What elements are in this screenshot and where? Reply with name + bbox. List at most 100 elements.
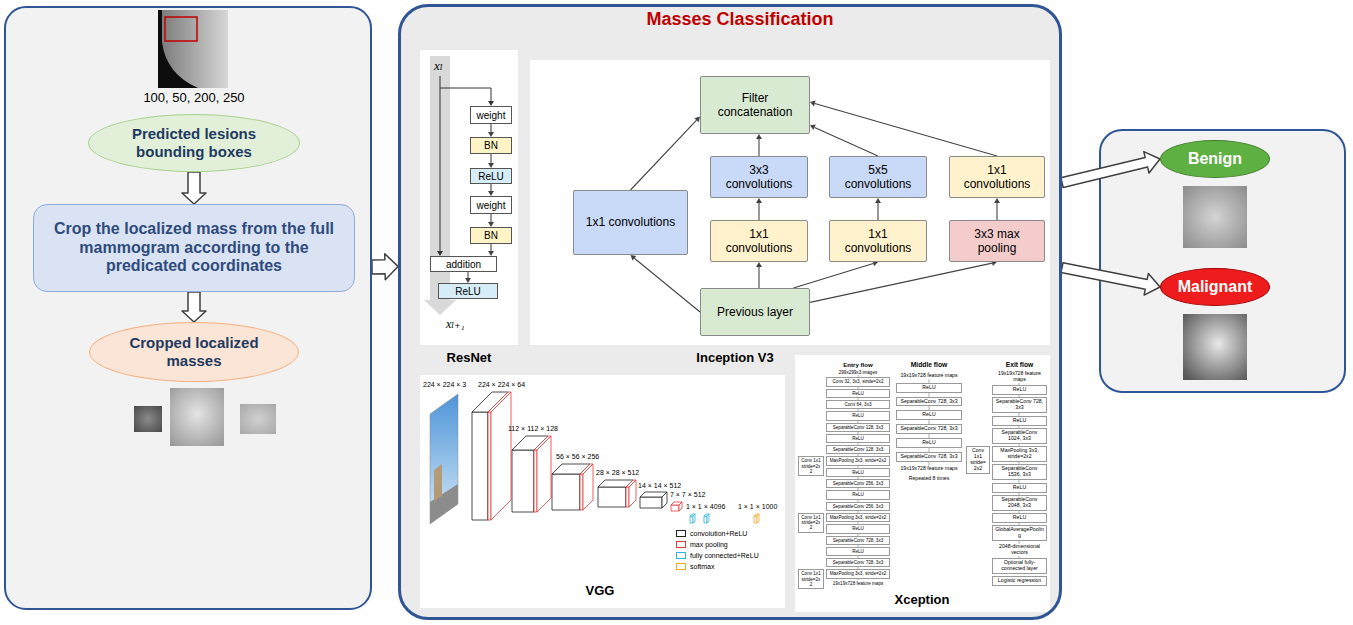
fc-face xyxy=(704,516,707,523)
block-arrow-shape xyxy=(1061,152,1160,188)
resnet-layer-box: BN xyxy=(470,137,512,154)
pool-face xyxy=(679,502,682,511)
legend-text: fully connected+ReLU xyxy=(690,552,759,559)
malignant-example-image xyxy=(1183,314,1247,380)
node-label: Cropped localized masses xyxy=(120,334,268,370)
arrow-line xyxy=(877,203,878,220)
legend-swatch xyxy=(676,563,686,570)
pool-face xyxy=(580,474,583,510)
block-arrow-shape xyxy=(1061,263,1160,295)
block-arrow-shape xyxy=(372,254,398,280)
dimension-label: 14 × 14 × 512 xyxy=(638,482,681,489)
legend-swatch xyxy=(676,552,686,559)
arrow-line xyxy=(758,139,759,156)
legend-text: convolution+ReLU xyxy=(690,530,747,537)
xception-layer-box: SeparableConv 256, 3x3 xyxy=(826,502,890,511)
conv-face xyxy=(472,412,488,520)
xception-layer-box: SeparableConv 1024, 3x3 xyxy=(992,428,1047,444)
breast-tissue xyxy=(162,10,228,88)
xception-layer-box: SeparableConv 256, 3x3 xyxy=(826,479,890,488)
arrowhead xyxy=(810,125,816,131)
node-label: addition xyxy=(446,259,481,270)
inception-block: 3x3 convolutions xyxy=(710,156,808,198)
xception-flow-heading: Exit flow xyxy=(992,361,1047,369)
xception-layer-box: MaxPooling 3x3, stride=2x2 xyxy=(992,446,1047,462)
xception-layer-box: ReLU xyxy=(826,490,890,499)
arrowhead xyxy=(810,101,816,107)
inception-block: 1x1 convolutions xyxy=(829,220,927,262)
flow-arrow xyxy=(465,272,471,283)
cropped-mass-image xyxy=(240,404,276,434)
block-arrow xyxy=(372,254,398,280)
node-label: weight xyxy=(477,110,506,121)
flow-arrow xyxy=(488,154,494,168)
vgg-figure: VGG xyxy=(420,375,785,608)
pool-face xyxy=(491,392,511,520)
xception-layer-box: MaxPooling 3x3, stride=2x2 xyxy=(826,456,890,465)
xception-layer-box: ReLU xyxy=(826,468,890,477)
xception-layer-box: SeparableConv 728, 3x3 xyxy=(896,397,962,407)
xception-layer-box: SeparableConv 128, 3x3 xyxy=(826,423,890,432)
arrow-line xyxy=(467,272,468,278)
xception-note: 2048-dimensional vectors xyxy=(992,544,1047,556)
block-arrow xyxy=(1061,263,1160,295)
resnet-figure: ResNetweightBNReLUweightBNadditionReLU xyxy=(420,50,518,345)
inception-block: 1x1 convolutions xyxy=(949,156,1045,198)
conv-face xyxy=(640,497,662,508)
flow-arrow xyxy=(875,198,881,220)
node-label: Crop the localized mass from the full ma… xyxy=(46,220,342,275)
arrow-line xyxy=(758,267,759,288)
resnet-layer-box: addition xyxy=(430,256,497,272)
pool-face xyxy=(537,436,551,512)
node-label: Previous layer xyxy=(717,305,793,319)
xception-shortcut-box: Conv 1x1 stride=2x2 xyxy=(798,513,824,533)
dimension-label: 224 × 224 × 3 xyxy=(423,381,466,388)
conv-face xyxy=(662,492,667,508)
node-label: BN xyxy=(484,140,498,151)
xception-note: 299x299x3 images xyxy=(826,370,890,375)
flow-arrow xyxy=(810,125,878,156)
node-label: ReLU xyxy=(478,171,504,182)
conv-face xyxy=(512,450,534,512)
lesion-bounding-box xyxy=(165,17,197,41)
inception-block: 1x1 convolutions xyxy=(573,190,688,255)
flow-arrow xyxy=(794,261,879,288)
input-image-building xyxy=(434,464,442,501)
node-label: BN xyxy=(484,230,498,241)
dimension-label: 28 × 28 × 512 xyxy=(596,469,639,476)
legend-swatch xyxy=(676,541,686,548)
dimension-label: 112 × 112 × 128 xyxy=(508,425,558,432)
resnet-layer-box: ReLU xyxy=(470,168,512,184)
arrowhead xyxy=(994,198,1000,203)
resnet-layer-box: weight xyxy=(470,106,512,124)
tensor-symbol: xₗ₊₁ xyxy=(446,318,465,330)
arrow-line xyxy=(490,124,491,132)
xception-layer-box: MaxPooling 3x3, stride=2x2 xyxy=(826,513,890,522)
figure-ground xyxy=(420,50,518,345)
legend-swatch xyxy=(676,530,686,537)
panel-heading: Inception V3 xyxy=(680,350,790,366)
conv-face xyxy=(598,487,626,507)
block-arrow-shape xyxy=(182,172,206,204)
flow-arrow xyxy=(488,184,494,196)
panel-heading: ResNet xyxy=(420,350,518,366)
legend-text: softmax xyxy=(690,563,715,570)
flow-arrow xyxy=(631,255,701,312)
xception-layer-box: SeparableConv 2048, 3x3 xyxy=(992,495,1047,511)
legend-text: max pooling xyxy=(690,541,728,548)
mammogram-background xyxy=(158,10,228,88)
benign-ellipse: Benign xyxy=(1160,140,1270,178)
node-label: 1x1 convolutions xyxy=(834,227,922,256)
resnet-layer-box: BN xyxy=(470,227,512,244)
arrow-line xyxy=(815,104,997,157)
arrowhead xyxy=(631,255,637,261)
xception-layer-box: ReLU xyxy=(826,524,890,533)
panel-heading: Masses Classification xyxy=(560,9,920,31)
benign-example-image xyxy=(1183,186,1247,248)
conv-face xyxy=(552,474,580,510)
flow-arrow xyxy=(631,117,701,190)
xception-layer-box: ReLU xyxy=(896,383,962,393)
flow-arrow xyxy=(756,134,762,156)
pool-face xyxy=(488,412,491,520)
